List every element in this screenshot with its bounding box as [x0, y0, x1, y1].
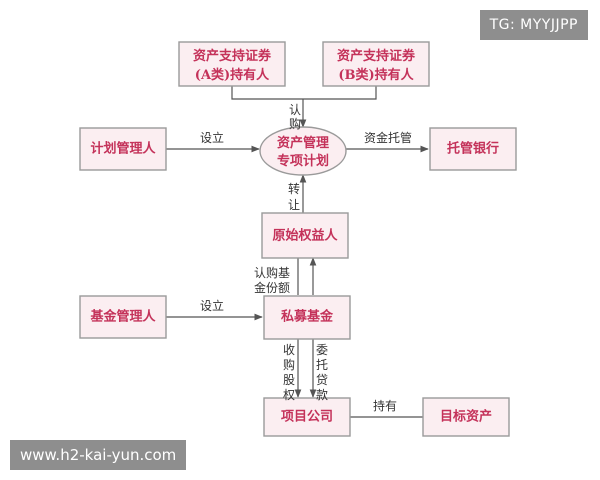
label-setup-plan: 设立 [200, 130, 224, 145]
label-setup-fund: 设立 [200, 298, 224, 313]
label-hold: 持有 [373, 398, 397, 413]
node-securities-a-line-2: (A类)持有人 [195, 67, 270, 83]
label-subscribe-fund-2: 金份额 [254, 280, 290, 295]
node-private-fund-label: 私募基金 [281, 309, 334, 325]
label-subscribe-1: 认 [289, 103, 301, 117]
node-special-plan-line-1: 资产管理 [277, 135, 329, 151]
node-securities-b-line-2: (B类)持有人 [338, 67, 414, 83]
node-securities-a-line-1: 资产支持证券 [193, 48, 272, 64]
node-original-owner-label: 原始权益人 [272, 228, 338, 244]
label-entrusted-loan-1: 委 [316, 343, 328, 357]
label-subscribe-2: 购 [289, 116, 301, 131]
label-entrusted-loan-2: 托 [316, 358, 328, 372]
label-entrusted-loan-4: 款 [316, 388, 328, 402]
node-special-plan: 资产管理 专项计划 [259, 126, 347, 176]
edge-b-holder-to-plan [303, 86, 377, 100]
node-target-assets-label: 目标资产 [440, 409, 492, 425]
node-custodian-bank-label: 托管银行 [447, 141, 499, 157]
label-transfer-1: 转 [288, 181, 300, 196]
node-project-company: 项目公司 [263, 397, 351, 437]
node-securities-a: 资产支持证券 (A类)持有人 [178, 41, 286, 87]
watermark-bottom-left: www.h2-kai-yun.com [10, 440, 187, 470]
label-acquire-equity-1: 收 [283, 343, 295, 357]
label-acquire-equity-3: 股 [283, 373, 295, 387]
node-target-assets: 目标资产 [422, 397, 510, 437]
node-fund-manager-label: 基金管理人 [89, 309, 156, 325]
label-entrusted-loan-3: 贷 [316, 373, 328, 387]
node-securities-b: 资产支持证券 (B类)持有人 [322, 41, 430, 87]
node-private-fund: 私募基金 [263, 295, 351, 340]
node-fund-manager: 基金管理人 [79, 295, 167, 339]
edge-labels: 认 购 设立 资金托管 转 让 认购基 金份额 设立 收 购 股 权 委 托 贷… [200, 103, 412, 413]
label-fund-custody: 资金托管 [364, 130, 412, 145]
node-original-owner: 原始权益人 [261, 212, 349, 259]
edges [166, 86, 429, 418]
node-project-company-label: 项目公司 [281, 410, 333, 425]
edge-a-holder-to-plan [231, 86, 303, 100]
label-acquire-equity-4: 权 [283, 388, 295, 402]
node-plan-manager: 计划管理人 [79, 127, 167, 171]
label-transfer-2: 让 [288, 198, 300, 212]
node-special-plan-line-2: 专项计划 [277, 153, 329, 169]
label-subscribe-fund-1: 认购基 [254, 265, 290, 280]
nodes: 资产支持证券 (A类)持有人 资产支持证券 (B类)持有人 计划管理人 资产管理… [79, 41, 517, 437]
watermark-top-right: TG: MYYJJPP [479, 10, 588, 40]
node-plan-manager-label: 计划管理人 [90, 141, 156, 157]
node-custodian-bank: 托管银行 [429, 127, 517, 171]
label-acquire-equity-2: 购 [283, 357, 295, 372]
node-securities-b-line-1: 资产支持证券 [337, 48, 416, 64]
